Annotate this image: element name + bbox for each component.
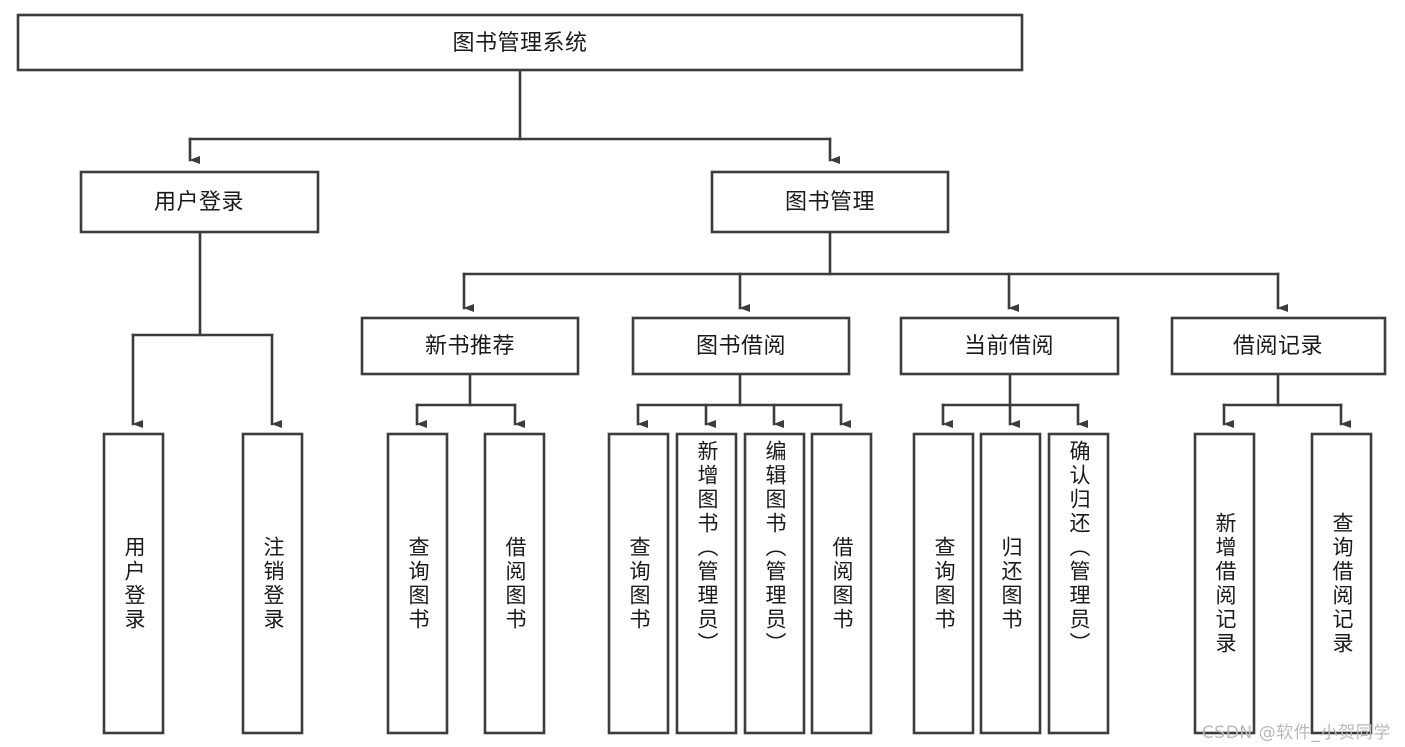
node-user-login[interactable]: 用户登录 (79, 170, 320, 234)
node-user-login-label: 用户登录 (154, 190, 244, 215)
node-leaf-query-book-1-box[interactable] (386, 432, 449, 735)
node-leaf-edit-book-box[interactable] (743, 432, 806, 735)
node-leaf-add-book-box[interactable] (675, 432, 738, 735)
node-leaf-user-login-box[interactable] (102, 432, 165, 735)
node-current-borrow-label: 当前借阅 (964, 334, 1054, 359)
node-book-borrow-label: 图书借阅 (696, 334, 786, 359)
node-leaf-user-logout-box[interactable] (241, 432, 304, 735)
node-new-book-recommend-box[interactable] (360, 316, 580, 376)
node-leaf-query-book-2-box[interactable] (607, 432, 670, 735)
node-book-manage[interactable]: 图书管理 (710, 170, 950, 234)
node-leaf-borrow-book-2-box[interactable] (810, 432, 873, 735)
node-borrow-record[interactable]: 借阅记录 (1170, 316, 1387, 376)
node-current-borrow[interactable]: 当前借阅 (899, 316, 1120, 376)
node-leaf-add-record-box[interactable] (1193, 432, 1256, 735)
node-leaf-query-record-box[interactable] (1310, 432, 1373, 735)
node-leaf-return-book-box[interactable] (979, 432, 1042, 735)
connector-layer (131, 68, 1352, 429)
node-book-manage-box[interactable] (710, 170, 950, 234)
node-new-book-recommend[interactable]: 新书推荐 (360, 316, 580, 376)
node-leaf-query-book-3-box[interactable] (912, 432, 975, 735)
node-root[interactable]: 图书管理系统 (16, 13, 1024, 72)
node-borrow-record-label: 借阅记录 (1233, 334, 1323, 359)
node-root-box[interactable] (16, 13, 1024, 72)
node-new-book-recommend-label: 新书推荐 (425, 334, 515, 359)
node-leaf-confirm-return-box[interactable] (1047, 432, 1110, 735)
node-book-borrow-box[interactable] (631, 316, 851, 376)
node-borrow-record-box[interactable] (1170, 316, 1387, 376)
csdn-watermark: CSDN @软件_小贺同学 (1201, 723, 1391, 743)
node-current-borrow-box[interactable] (899, 316, 1120, 376)
node-user-login-box[interactable] (79, 170, 320, 234)
node-book-borrow[interactable]: 图书借阅 (631, 316, 851, 376)
node-leaf-borrow-book-1-box[interactable] (483, 432, 546, 735)
node-root-label: 图书管理系统 (452, 31, 587, 56)
node-book-manage-label: 图书管理 (785, 190, 875, 215)
